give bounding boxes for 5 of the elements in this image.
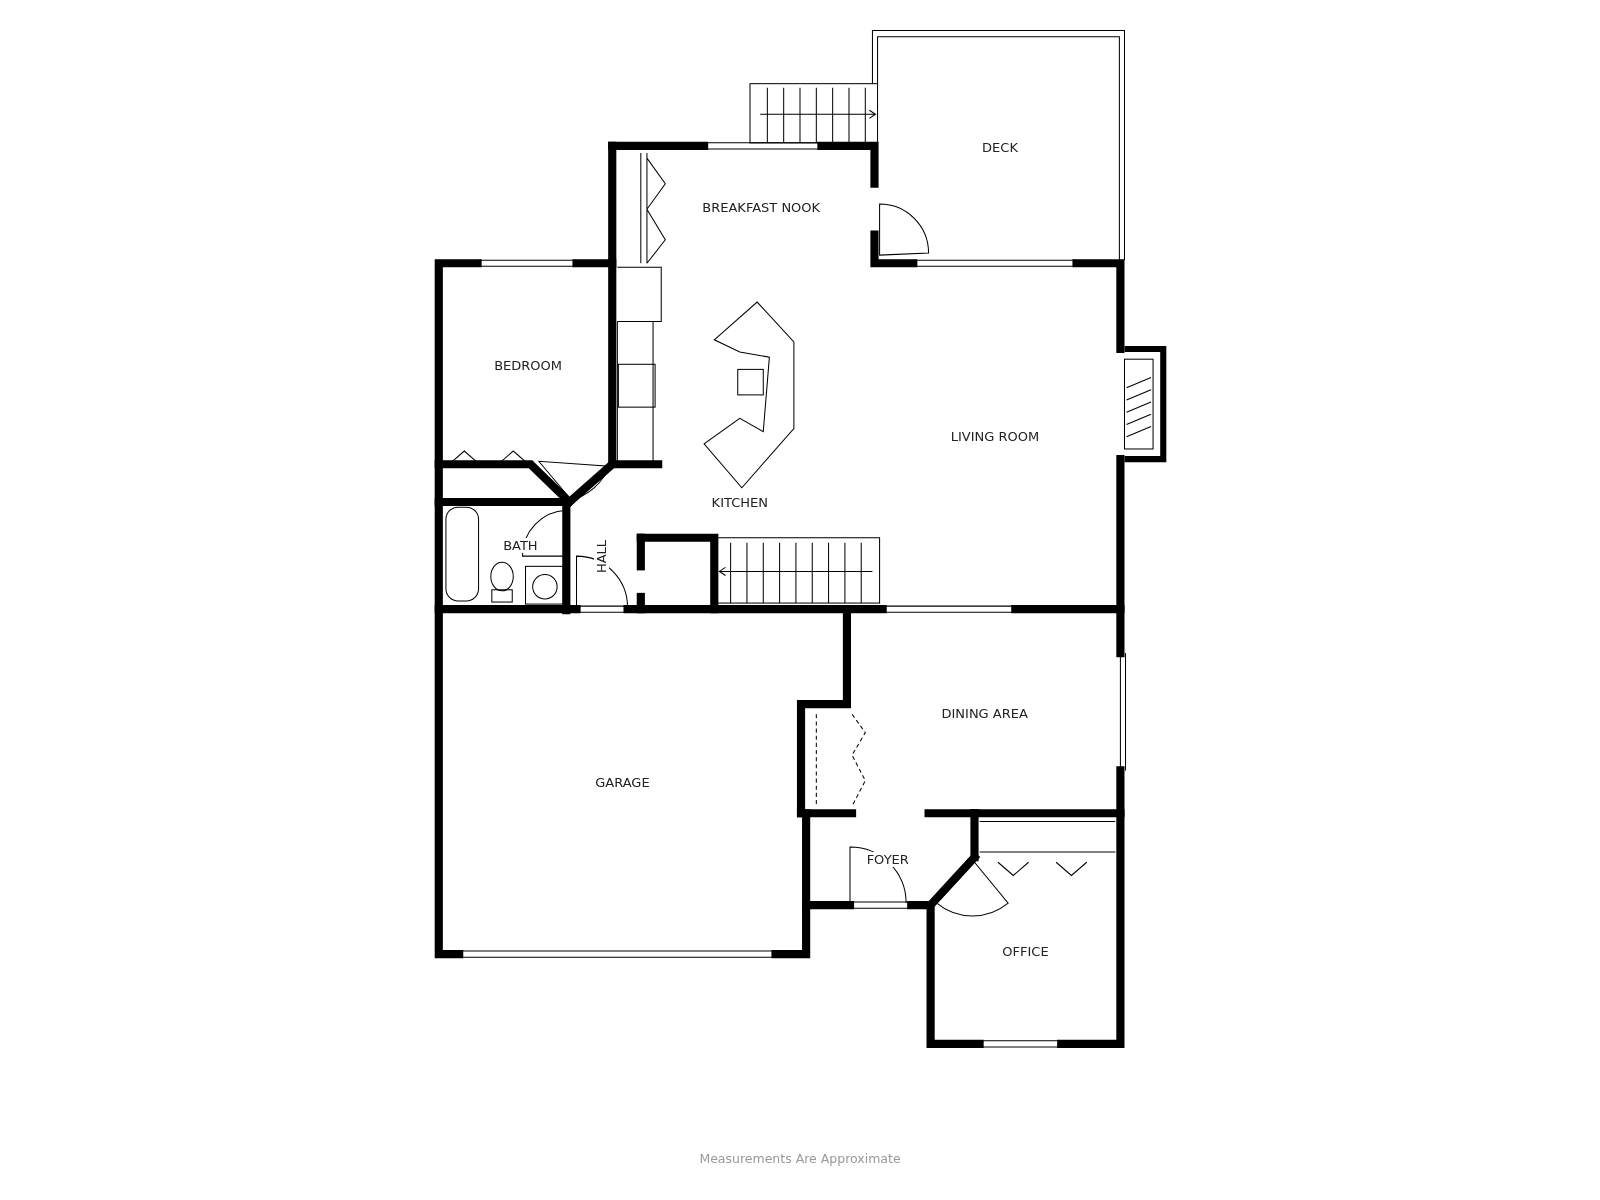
- caption-text: Measurements Are Approximate: [699, 1151, 901, 1166]
- room-label: HALL: [594, 538, 610, 574]
- room-label: BATH: [502, 538, 539, 554]
- room-label: OFFICE: [1001, 944, 1050, 959]
- room-label: FOYER: [865, 852, 910, 868]
